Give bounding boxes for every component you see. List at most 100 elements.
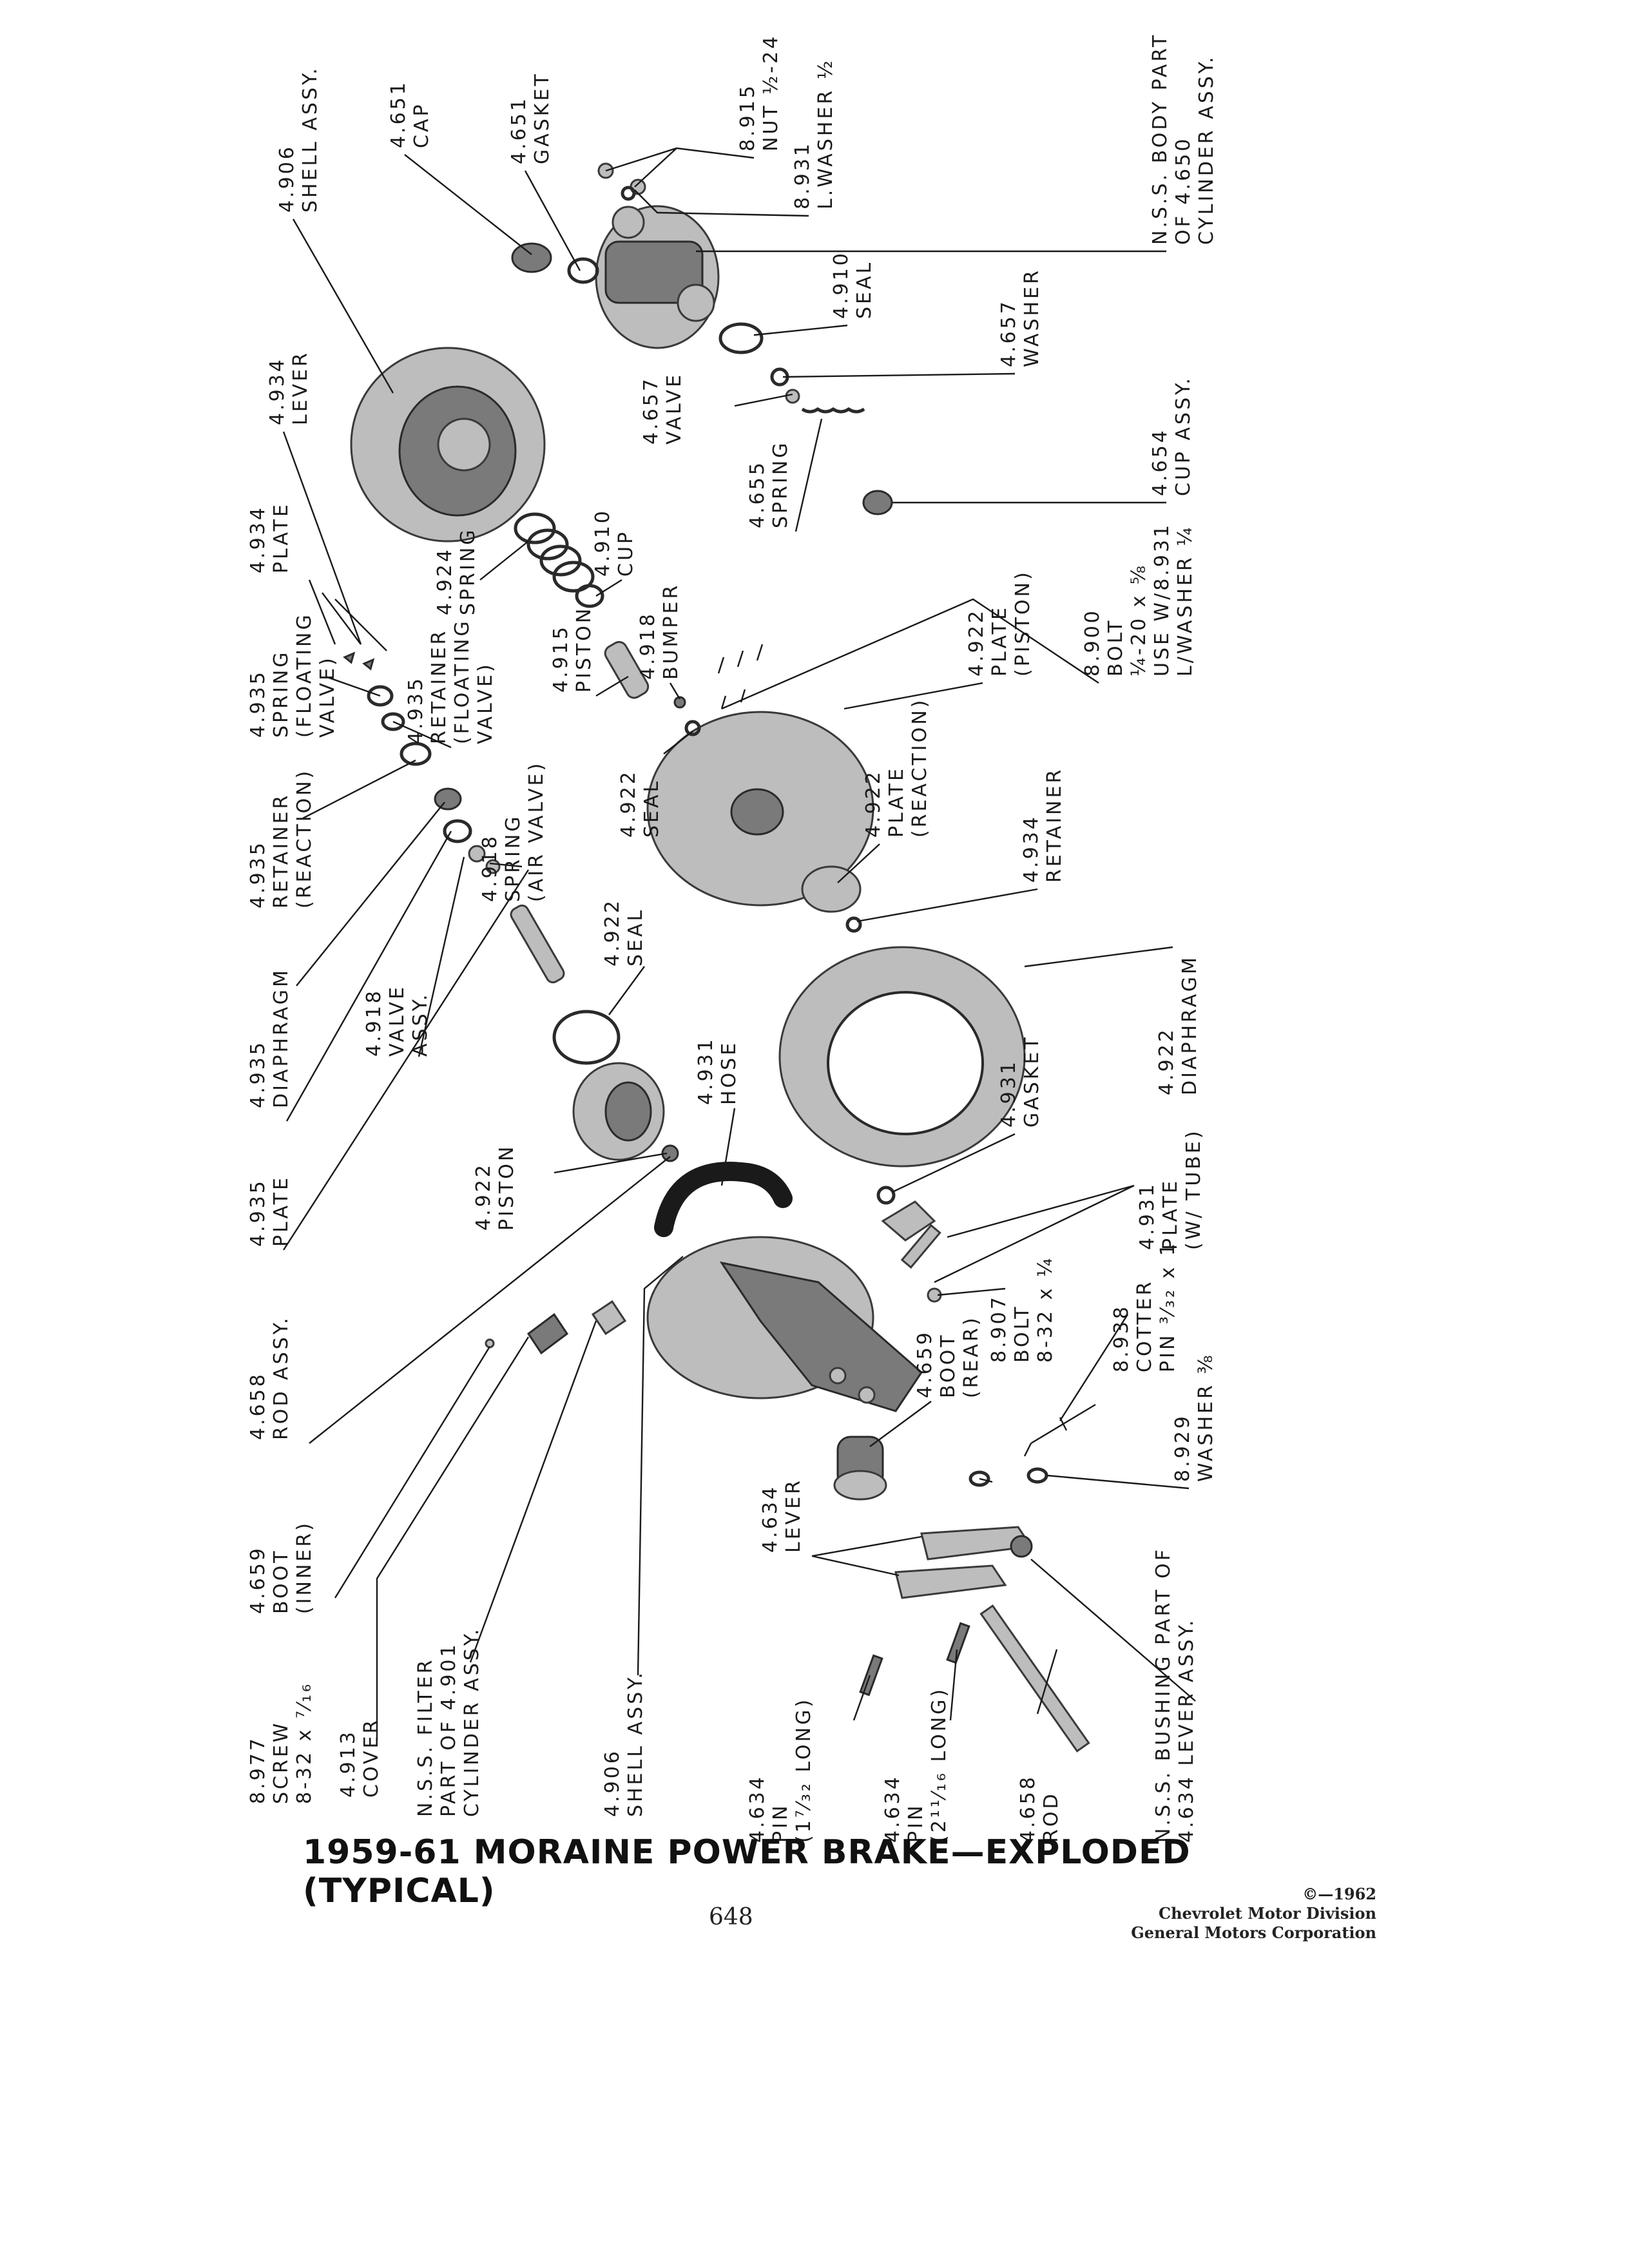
- label-bumper-918-line: BUMPER: [660, 583, 682, 680]
- copyright-year: ©—1962: [1302, 1885, 1376, 1903]
- label-cap-line: CAP: [410, 102, 433, 148]
- piston-915-part: [604, 640, 650, 699]
- label-spring-655-line: 4.655: [746, 460, 769, 528]
- label-plate-tube-line: 4.931: [1136, 1182, 1159, 1250]
- label-piston-922-line: PISTON: [496, 1144, 518, 1231]
- rod-part: [979, 1604, 1090, 1753]
- label-cap-line: 4.651: [387, 80, 410, 148]
- label-retainer-reaction-line: (REACTION): [293, 769, 316, 908]
- label-lever-634-line: 4.634: [759, 1485, 782, 1553]
- label-piston-922-line: 4.922: [472, 1162, 495, 1231]
- label-bolt-907-line: 8-32 x ¼: [1034, 1256, 1057, 1363]
- label-screw-line: 8-32 x ⁷⁄₁₆: [293, 1682, 316, 1804]
- label-nss-body-line: N.S.S. BODY PART: [1149, 33, 1171, 245]
- label-nss-filter-line: CYLINDER ASSY.: [461, 1626, 483, 1817]
- bumper-part: [673, 696, 686, 709]
- label-boot-inner-line: 4.659: [247, 1546, 269, 1614]
- label-shell-bottom-line: SHELL ASSY.: [624, 1670, 647, 1817]
- tube-plate-part: [881, 1200, 941, 1269]
- label-seal-922a-line: SEAL: [641, 779, 663, 838]
- label-bumper-918-line: 4.918: [637, 611, 659, 680]
- label-cover-line: 4.913: [337, 1729, 360, 1798]
- label-washer-657-line: 4.657: [998, 299, 1020, 367]
- piston-plate-part: [646, 711, 874, 907]
- label-bolt-900-line: 8.900: [1081, 608, 1104, 677]
- label-spring-935-line: VALVE): [316, 655, 339, 738]
- label-plate-935-line: PLATE: [270, 1175, 293, 1247]
- label-retainer-floating-line: 4.935: [405, 676, 427, 744]
- label-cover-line: COVER: [360, 1718, 383, 1798]
- label-washer-657-line: WASHER: [1021, 268, 1043, 367]
- cotter-parts: [969, 1417, 1068, 1487]
- label-nss-filter-line: PART OF 4.901: [438, 1642, 460, 1817]
- label-bolt-900-line: BOLT: [1104, 618, 1127, 677]
- label-gasket-top-line: GASKET: [531, 72, 554, 164]
- label-spring-655-line: SPRING: [769, 440, 792, 528]
- label-plate-piston-line: PLATE: [988, 605, 1011, 677]
- label-nut-line: 8.915: [737, 83, 759, 151]
- label-plate-934-line: 4.934: [247, 505, 269, 573]
- label-pin-211-line: PIN: [905, 1803, 927, 1843]
- label-cotter-line: PIN ³⁄₃₂ x 1: [1157, 1241, 1179, 1372]
- label-plate-piston-line: (PISTON): [1012, 570, 1034, 677]
- label-diaphragm-922-line: 4.922: [1155, 1027, 1178, 1095]
- label-nss-bushing-line: 4.634 LEVER ASSY.: [1175, 1618, 1198, 1843]
- label-cup-910-line: CUP: [615, 530, 637, 577]
- label-retainer-floating-line: VALVE): [474, 662, 497, 744]
- label-gasket-931-line: GASKET: [1021, 1035, 1043, 1128]
- cup-910-part: [575, 584, 604, 608]
- cup-654-part: [862, 490, 893, 515]
- page-number: 648: [709, 1904, 753, 1930]
- label-retainer-934-line: 4.934: [1020, 814, 1043, 883]
- seal-910-part: [718, 322, 764, 354]
- pin-parts: [859, 1622, 970, 1696]
- diagram-title: 1959-61 MORAINE POWER BRAKE—EXPLODED (TY…: [303, 1833, 1191, 1910]
- diaphragm-part: [778, 946, 1026, 1168]
- label-spring-924-line: 4.924: [434, 547, 456, 615]
- copyright-division: Chevrolet Motor Division: [1159, 1904, 1376, 1923]
- boot-rear-part: [833, 1436, 887, 1501]
- bolts-900: [717, 644, 764, 709]
- cover-part: [526, 1312, 569, 1355]
- label-diaphragm-935-line: DIAPHRAGM: [270, 968, 293, 1108]
- label-valve-assy-line: 4.918: [363, 988, 385, 1057]
- label-piston-915-line: 4.915: [550, 624, 572, 693]
- label-pin-211-line: (2¹¹⁄₁₆ LONG): [928, 1687, 950, 1843]
- label-nss-body-line: OF 4.650: [1172, 137, 1195, 245]
- label-boot-inner-line: (INNER): [293, 1521, 316, 1614]
- gasket-931-part: [876, 1186, 896, 1205]
- label-pin-17-line: 4.634: [746, 1774, 769, 1843]
- label-plate-piston-line: 4.922: [965, 608, 988, 677]
- label-nut-line: NUT ½-24: [760, 34, 782, 151]
- label-shell-top-line: 4.906: [276, 144, 298, 213]
- valve-spring-parts: [785, 389, 865, 414]
- label-pin-17-line: (1⁷⁄₃₂ LONG): [793, 1697, 815, 1843]
- label-diaphragm-922-line: DIAPHRAGM: [1179, 955, 1201, 1095]
- label-washer-929-line: WASHER ⅜: [1195, 1352, 1217, 1482]
- label-spring-935-line: 4.935: [247, 669, 269, 738]
- label-bolt-900-line: ¼-20 x ⅝: [1128, 563, 1150, 677]
- retainer-934-part: [845, 916, 862, 933]
